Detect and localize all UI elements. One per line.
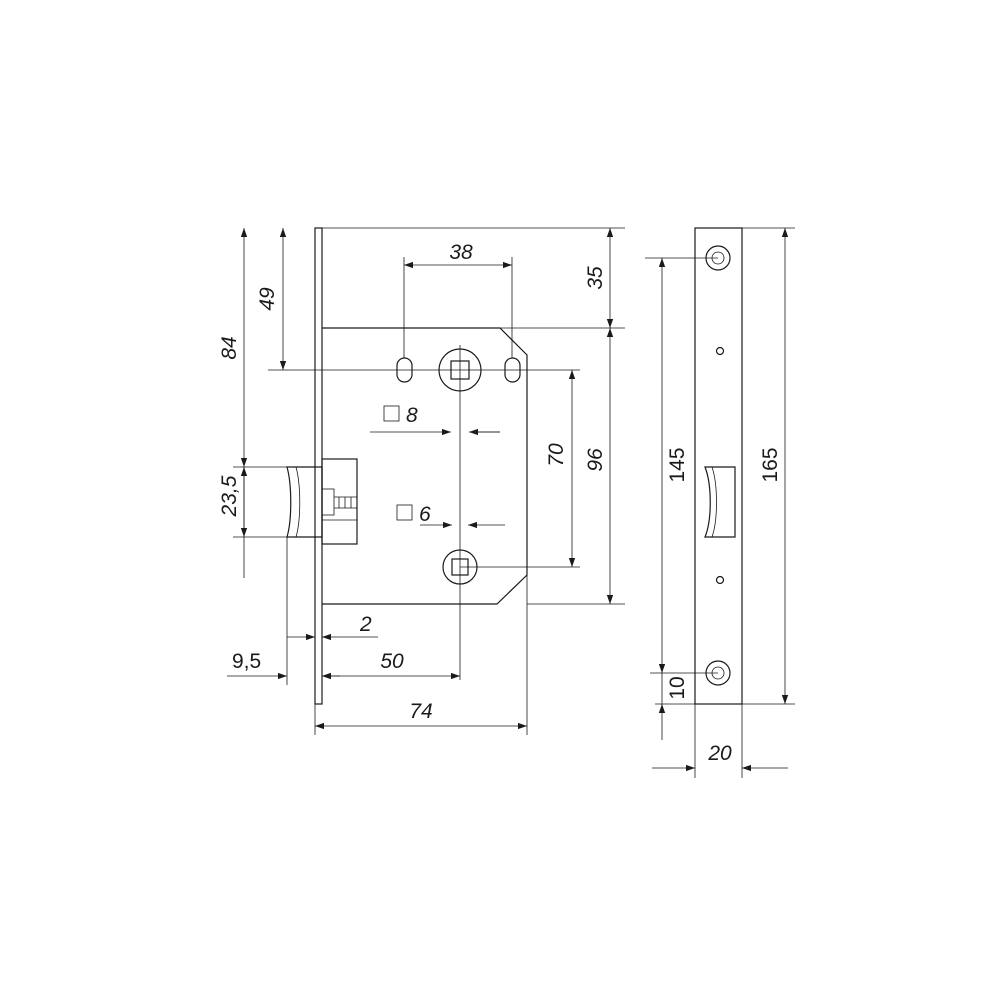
dim-20: 20 xyxy=(652,742,788,772)
dim-35: 35 xyxy=(584,228,614,328)
dim-49: 49 xyxy=(256,228,287,370)
dim-50-label: 50 xyxy=(380,650,404,673)
faceplate-outline xyxy=(694,227,743,705)
dim-square-8-label: 8 xyxy=(406,404,418,427)
dim-84: 84 xyxy=(218,228,248,467)
dim-145-label: 145 xyxy=(666,447,689,482)
dim-70-label: 70 xyxy=(545,443,568,467)
latch-opening xyxy=(704,466,736,538)
dim-84-label: 84 xyxy=(218,336,241,359)
small-hole-upper xyxy=(715,346,725,356)
extension-lines xyxy=(233,227,625,735)
square-symbol-6 xyxy=(396,504,413,521)
faceplate-edge xyxy=(314,227,323,705)
small-hole-lower xyxy=(715,575,725,585)
latch-spring xyxy=(321,488,335,516)
dim-50: 50 xyxy=(322,650,460,680)
dim-35-label: 35 xyxy=(584,266,607,290)
dim-38: 38 xyxy=(404,241,512,269)
dim-165-label: 165 xyxy=(759,447,782,482)
dim-2-label: 2 xyxy=(359,613,372,636)
lock-case-outline xyxy=(322,327,528,605)
latch-housing xyxy=(321,458,358,545)
dim-square-6-label: 6 xyxy=(419,503,431,526)
dim-74: 74 xyxy=(315,700,527,730)
lock-body-side-view xyxy=(286,227,528,705)
dim-96: 96 xyxy=(584,328,614,604)
dim-9-5: 9,5 xyxy=(227,650,340,680)
dim-49-label: 49 xyxy=(256,287,279,311)
faceplate-front-view xyxy=(694,227,743,705)
dim-96-label: 96 xyxy=(584,448,607,472)
dim-165: 165 xyxy=(759,228,789,704)
dim-38-label: 38 xyxy=(449,241,473,264)
latch-bolt xyxy=(286,466,323,538)
dim-9-5-label: 9,5 xyxy=(232,650,261,673)
dim-74-label: 74 xyxy=(409,700,432,723)
dim-10: 10 xyxy=(658,673,689,740)
dim-23-5-label: 23,5 xyxy=(218,475,241,517)
dim-square-8: 8 xyxy=(370,404,500,436)
dim-square-6: 6 xyxy=(396,503,505,529)
dim-10-label: 10 xyxy=(666,676,689,699)
dim-70: 70 xyxy=(545,370,576,567)
square-symbol-8 xyxy=(383,405,400,422)
dim-23-5: 23,5 xyxy=(218,467,248,578)
dim-145: 145 xyxy=(658,258,689,673)
dim-20-label: 20 xyxy=(707,742,732,765)
dim-2: 2 xyxy=(287,613,378,641)
